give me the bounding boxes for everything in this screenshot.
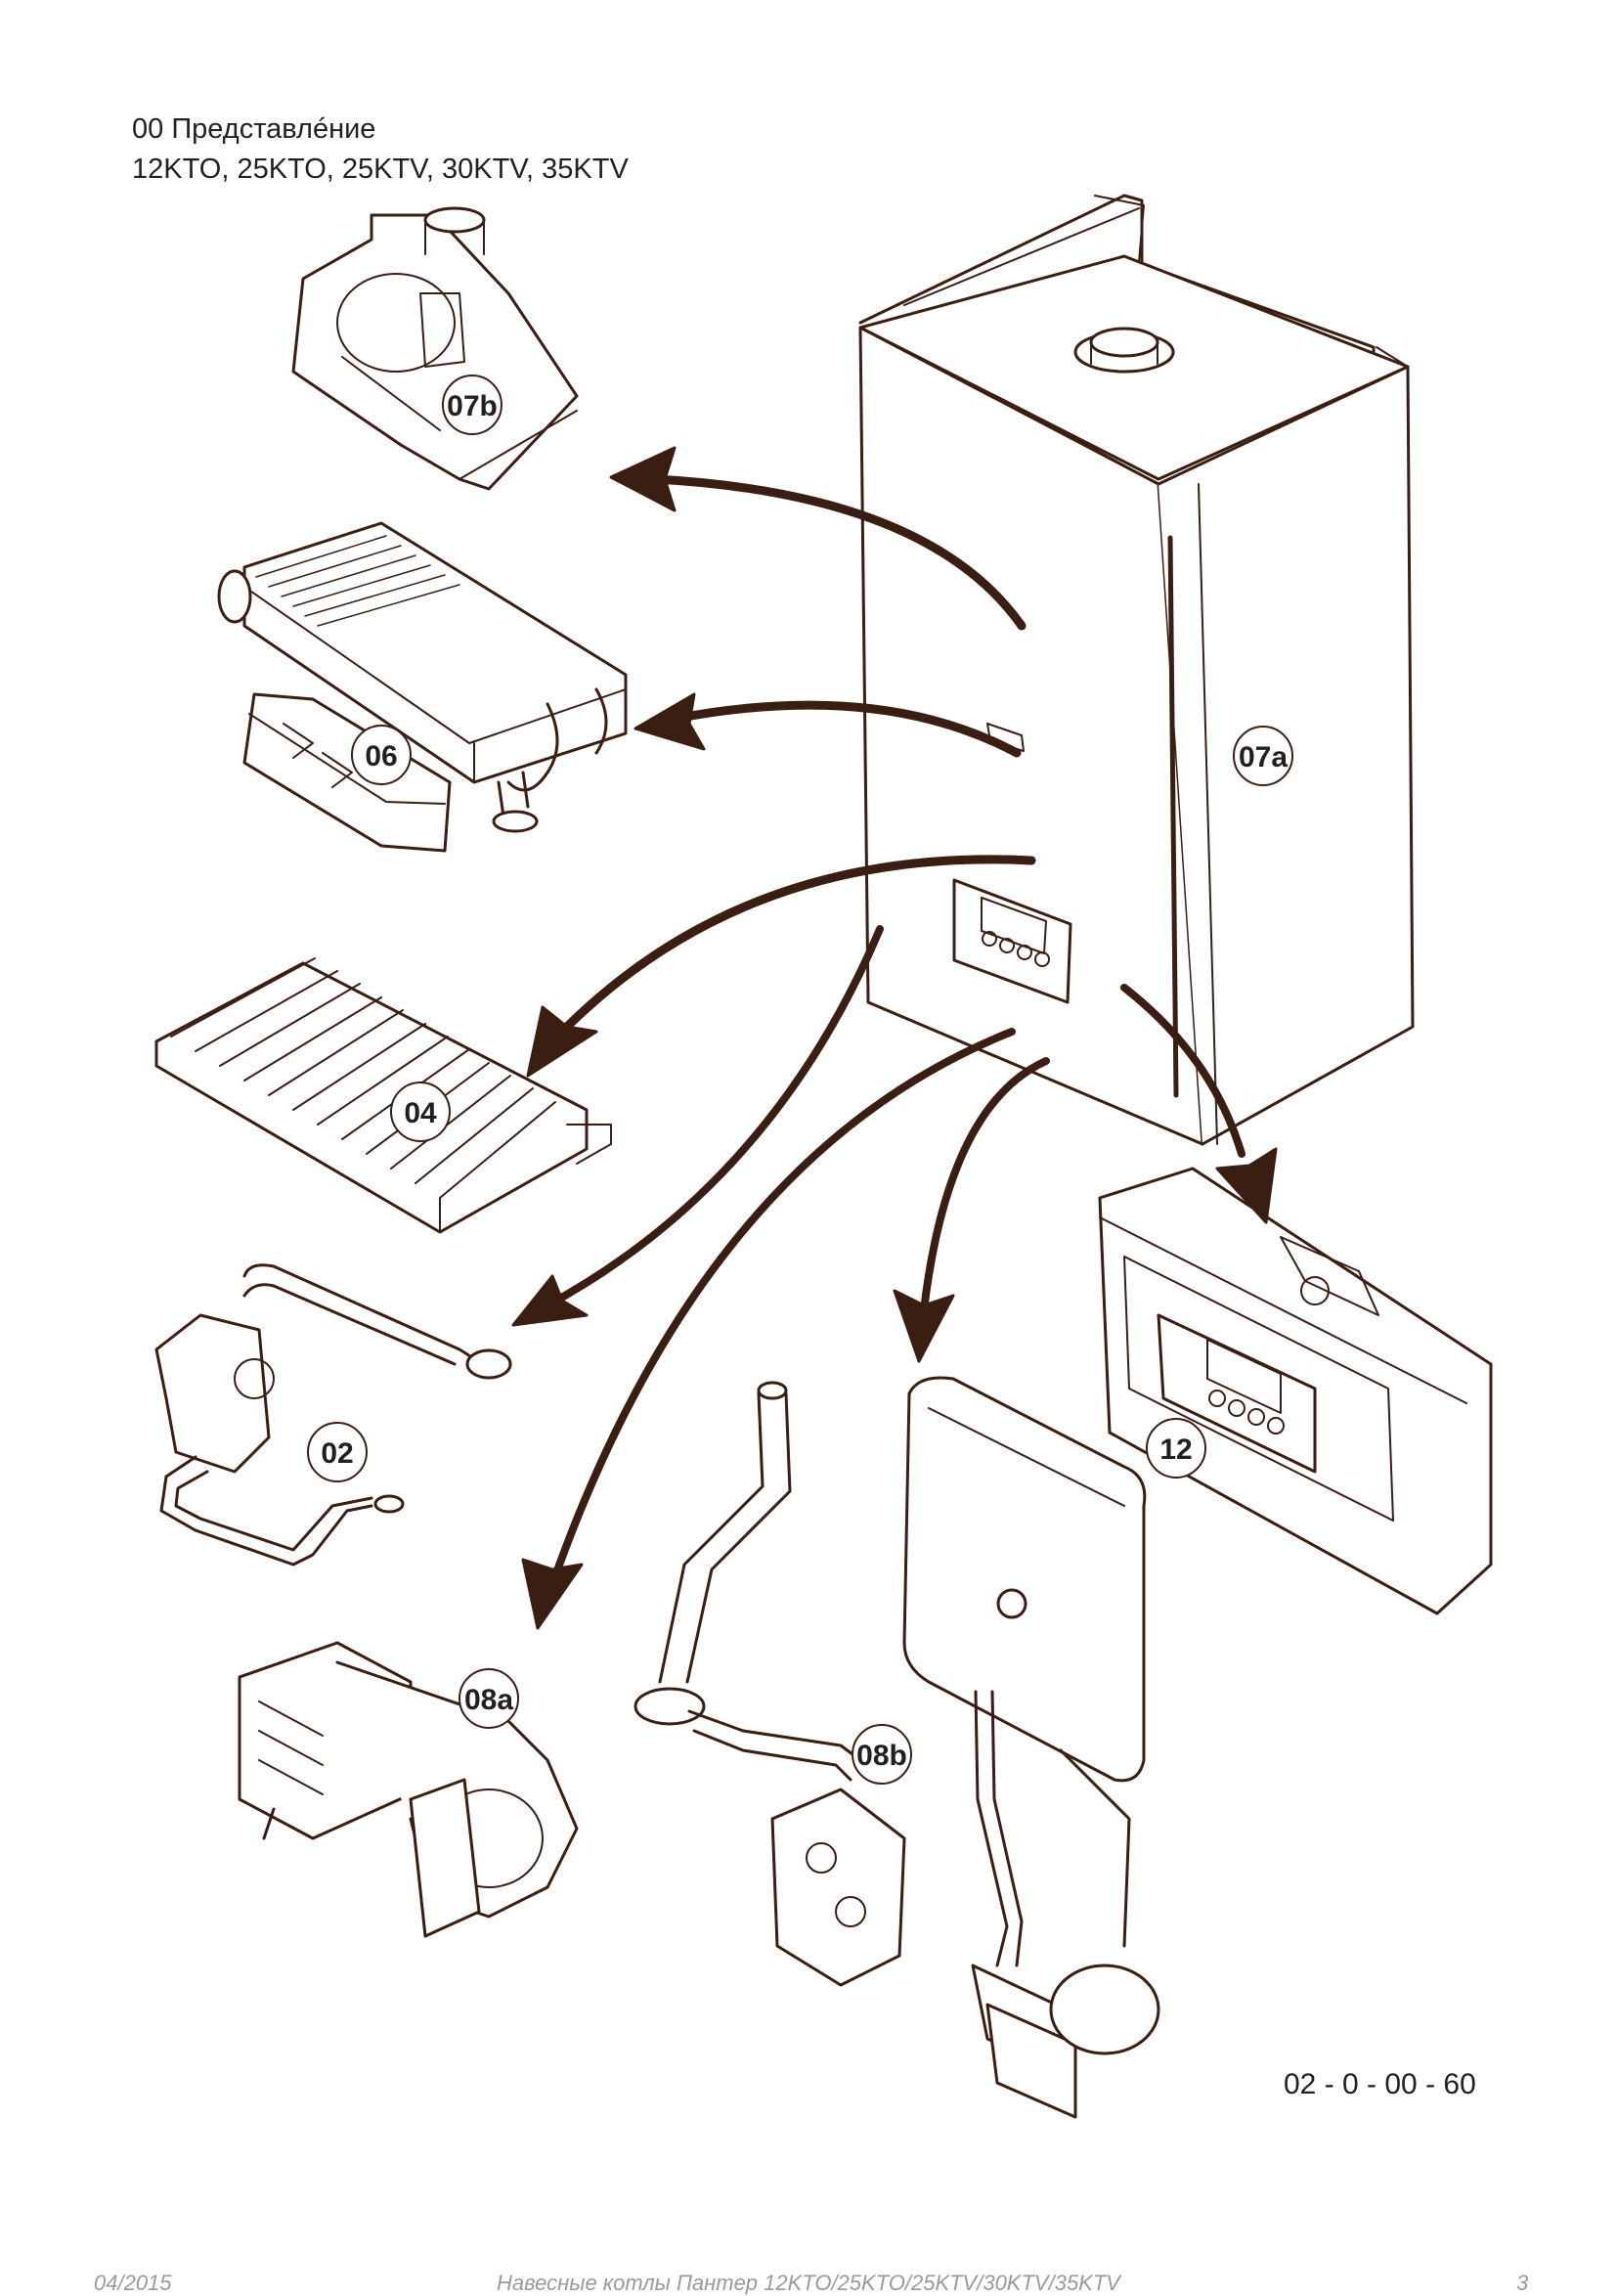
plate-heat-exchanger	[242, 692, 452, 853]
arrow-head-12	[1215, 1147, 1278, 1224]
hydraulic-group-08a	[238, 1641, 579, 1938]
label-07a-text: 07a	[1239, 741, 1288, 773]
label-08a: 08a	[459, 1668, 519, 1729]
label-12: 12	[1146, 1418, 1206, 1479]
hydraulic-group-08b	[634, 1381, 906, 1987]
footer-title: Навесные котлы Пантер 12KTO/25KTO/25KTV/…	[497, 2271, 1120, 2295]
footer-page-number: 3	[1516, 2271, 1529, 2295]
label-06: 06	[351, 725, 412, 785]
gas-valve	[154, 1263, 512, 1567]
label-12-text: 12	[1159, 1434, 1192, 1466]
model-list: 12KTO, 25KTO, 25KTV, 30KTV, 35KTV	[132, 154, 629, 185]
label-08b: 08b	[852, 1724, 912, 1785]
part-labels: 07b 06 07a 04 02 12 08a 08b	[307, 375, 1293, 1785]
label-07b: 07b	[442, 375, 503, 435]
label-07b-text: 07b	[447, 390, 498, 422]
drawing-reference-code: 02 - 0 - 00 - 60	[1284, 2068, 1476, 2100]
label-02: 02	[307, 1422, 368, 1482]
label-06-text: 06	[365, 740, 397, 773]
section-title: 00 Представлéние	[132, 113, 376, 145]
arrows	[511, 446, 1278, 1630]
diagram-header: 00 Представлéние 12KTO, 25KTO, 25KTV, 30…	[132, 110, 629, 190]
label-08b-text: 08b	[856, 1740, 907, 1772]
arrow-head-08a	[521, 1558, 584, 1630]
arrow-head-07b	[609, 446, 677, 512]
arrow-head-04	[526, 1005, 598, 1078]
arrow-head-06	[634, 692, 706, 751]
label-04: 04	[390, 1082, 451, 1142]
control-box	[1098, 1167, 1493, 1615]
expansion-vessel	[902, 1376, 1160, 2119]
burner	[154, 957, 612, 1234]
label-07a: 07a	[1233, 726, 1293, 786]
fan-assembly	[291, 206, 579, 491]
heat-exchanger	[217, 521, 628, 833]
label-02-text: 02	[321, 1437, 353, 1470]
label-08a-text: 08a	[464, 1684, 513, 1716]
label-04-text: 04	[404, 1097, 437, 1129]
arrow-head-02	[511, 1274, 589, 1327]
arrow-head-expansion	[893, 1289, 955, 1363]
